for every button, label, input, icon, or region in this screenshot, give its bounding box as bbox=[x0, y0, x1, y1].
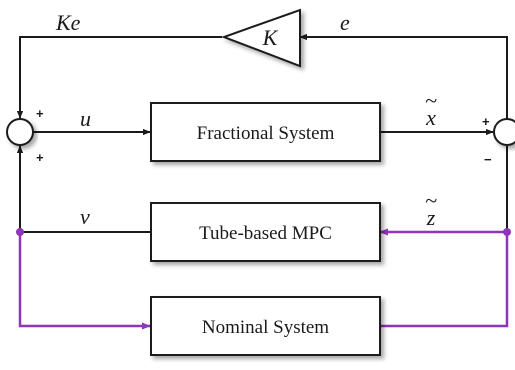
signal-label-e: e bbox=[340, 10, 350, 35]
tube-mpc-label: Tube-based MPC bbox=[199, 223, 332, 244]
signal-label-z-tilde: ~ z bbox=[425, 188, 437, 230]
gain-triangle bbox=[221, 8, 301, 68]
gain-label: K bbox=[262, 25, 279, 50]
fractional-system-label: Fractional System bbox=[197, 123, 335, 144]
fractional-system-rect bbox=[150, 102, 381, 162]
nominal-system-block[interactable]: Nominal System bbox=[150, 296, 381, 356]
signal-label-v: v bbox=[80, 204, 90, 229]
sign-right-bottom: − bbox=[484, 152, 492, 167]
z-tilde-letter: z bbox=[426, 205, 436, 230]
x-tilde-letter: x bbox=[425, 105, 436, 130]
signal-label-x-tilde: ~ x bbox=[425, 88, 437, 130]
wire-nominal-to-left-node bbox=[18, 232, 151, 330]
x-tilde-tilde: ~ bbox=[425, 88, 437, 113]
signal-label-ke: Ke bbox=[55, 10, 81, 35]
summing-junction-left[interactable] bbox=[6, 118, 34, 146]
signal-label-u: u bbox=[80, 106, 91, 131]
purple-wires bbox=[18, 228, 509, 330]
tube-mpc-rect bbox=[150, 202, 381, 262]
sign-left-bottom: + bbox=[36, 150, 44, 165]
wire-e bbox=[299, 33, 508, 122]
sign-left-top: + bbox=[36, 106, 44, 121]
nominal-system-label: Nominal System bbox=[202, 317, 329, 338]
summing-junction-right[interactable] bbox=[493, 118, 515, 146]
wire-ke bbox=[16, 36, 222, 119]
wire-nominal-out bbox=[380, 232, 509, 328]
junction-dot-left bbox=[16, 228, 24, 236]
gain-block[interactable]: K bbox=[221, 8, 301, 68]
sign-right-top: + bbox=[482, 114, 490, 129]
z-tilde-tilde: ~ bbox=[425, 188, 437, 213]
fractional-system-block[interactable]: Fractional System bbox=[150, 102, 381, 162]
tube-mpc-block[interactable]: Tube-based MPC bbox=[150, 202, 381, 262]
junction-dot-right bbox=[503, 228, 511, 236]
nominal-system-rect bbox=[150, 296, 381, 356]
